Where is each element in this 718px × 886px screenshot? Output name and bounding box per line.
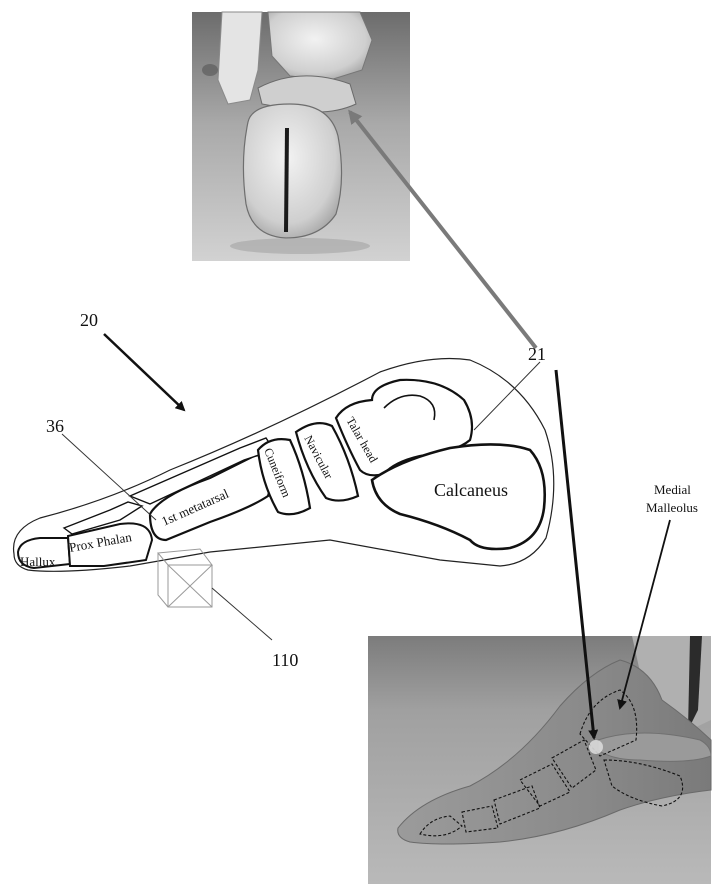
foot-bone-diagram: Hallux Prox Phalan 1st metatarsal Cuneif… [14, 359, 554, 572]
ref-20: 20 [80, 310, 98, 330]
sensor-box [158, 549, 212, 607]
skeleton-photo-posterior [192, 12, 410, 261]
leader-110 [212, 588, 272, 640]
ref-21: 21 [528, 344, 546, 364]
ref-110: 110 [272, 650, 298, 670]
label-calcaneus: Calcaneus [434, 480, 508, 500]
ref-36: 36 [46, 416, 64, 436]
label-medial-malleolus-2: Malleolus [646, 500, 698, 515]
label-hallux: Hallux [20, 554, 56, 569]
leader-21-to-diagram [474, 362, 540, 430]
arrow-20 [104, 334, 184, 410]
label-medial-malleolus-1: Medial [654, 482, 691, 497]
foot-photo-medial [368, 636, 711, 884]
